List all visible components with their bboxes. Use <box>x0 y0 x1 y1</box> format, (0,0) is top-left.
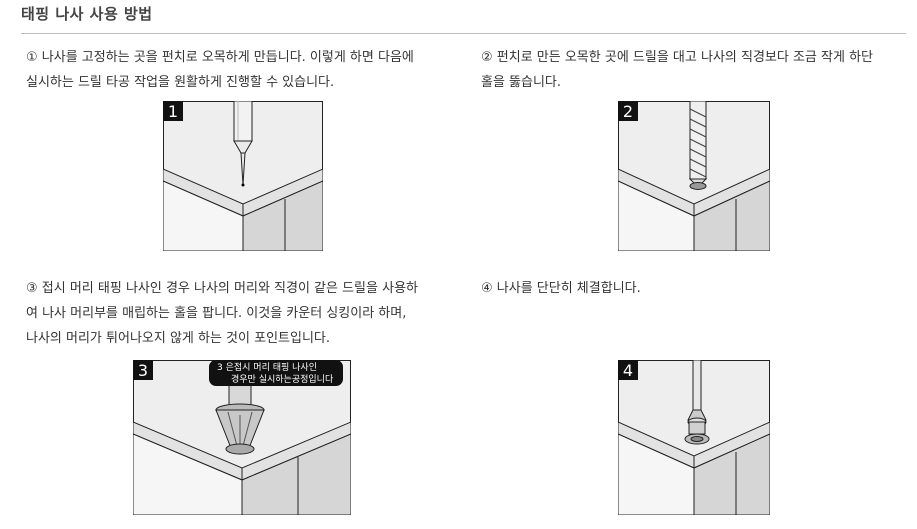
step-3-note-line-1: 3 은접시 머리 태핑 나사인 <box>217 361 317 373</box>
step-1-badge <box>163 101 183 121</box>
step-1-illustration: 1 <box>163 101 323 251</box>
step-3-note <box>209 360 343 386</box>
step-3-text: ③ 접시 머리 태핑 나사인 경우 나사의 머리와 직경이 같은 드릴을 사용하… <box>26 276 418 351</box>
step-1-text: ① 나사를 고정하는 곳을 펀치로 오목하게 만듭니다. 이렇게 하면 다음에 … <box>26 45 414 95</box>
step-2-badge <box>618 101 638 121</box>
step-2-line-2: 홀을 뚫습니다. <box>481 75 562 90</box>
step-3-line-2: 여 나사 머리부를 매립하는 홀을 팝니다. 이것을 카운터 싱킹이라 하며, <box>26 306 407 321</box>
step-3-line-3: 나사의 머리가 튀어나오지 않게 하는 것이 포인트입니다. <box>26 331 331 346</box>
title-divider <box>21 33 906 34</box>
step-3-illustration: 3 은접시 머리 태핑 나사인 경우만 실시하는공정입니다 3 <box>133 360 351 515</box>
step-4-badge <box>618 360 638 380</box>
step-2-illustration: 2 <box>618 101 770 251</box>
step-3-line-1: ③ 접시 머리 태핑 나사인 경우 나사의 머리와 직경이 같은 드릴을 사용하 <box>26 281 418 296</box>
step-3-note-line-2: 경우만 실시하는공정입니다 <box>231 373 334 385</box>
step-2-text: ② 펀치로 만든 오목한 곳에 드릴을 대고 나사의 직경보다 조금 작게 하단… <box>481 45 873 95</box>
step-4-text: ④ 나사를 단단히 체결합니다. <box>481 276 641 301</box>
step-4-badge-number: 4 <box>623 361 633 380</box>
step-4-line-1: ④ 나사를 단단히 체결합니다. <box>481 281 641 296</box>
page-title: 태핑 나사 사용 방법 <box>21 5 153 23</box>
step-1-line-2: 실시하는 드릴 타공 작업을 원활하게 진행할 수 있습니다. <box>26 75 335 90</box>
step-3-badge-number: 3 <box>138 361 148 380</box>
step-4-illustration: 4 <box>618 360 770 515</box>
step-3-badge <box>133 360 153 380</box>
step-1-line-1: ① 나사를 고정하는 곳을 펀치로 오목하게 만듭니다. 이렇게 하면 다음에 <box>26 50 414 65</box>
step-2-badge-number: 2 <box>623 102 633 121</box>
step-2-line-1: ② 펀치로 만든 오목한 곳에 드릴을 대고 나사의 직경보다 조금 작게 하단 <box>481 50 873 65</box>
step-1-badge-number: 1 <box>168 102 178 121</box>
